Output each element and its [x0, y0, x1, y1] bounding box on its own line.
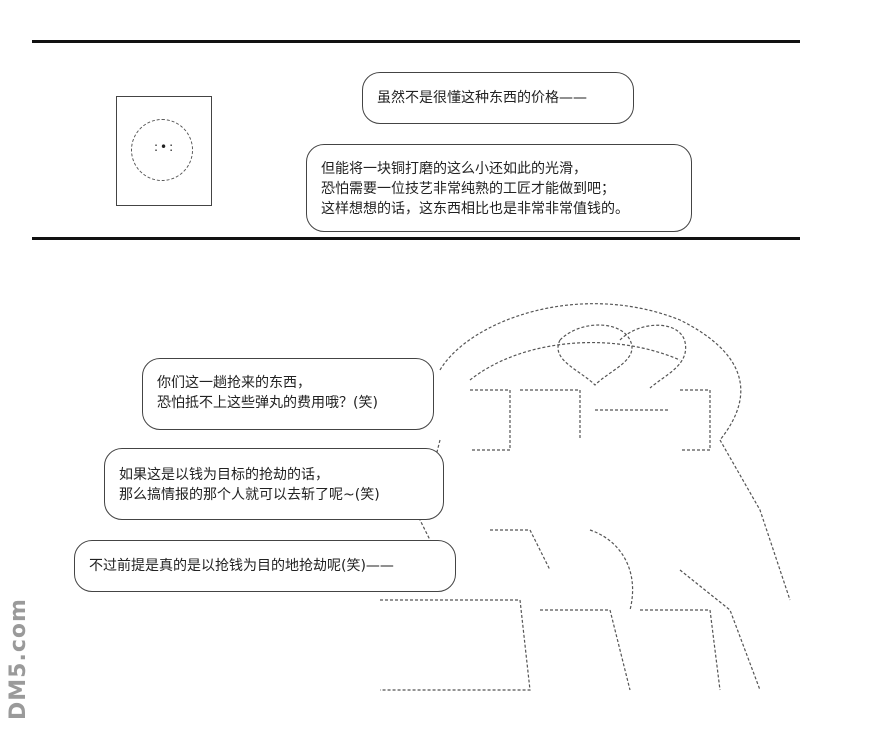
- speech-bubble-top: 但能将一块铜打磨的这么小还如此的光滑， 恐怕需要一位技艺非常纯熟的工匠才能做到吧…: [306, 144, 692, 232]
- thought-bubble-text: 虽然不是很懂这种东西的价格——: [377, 90, 587, 106]
- speech-bubble-1: 你们这一趟抢来的东西， 恐怕抵不上这些弹丸的费用哦？(笑): [142, 358, 434, 430]
- speech-line: 不过前提是真的是以抢钱为目的地抢劫呢(笑)——: [89, 558, 394, 574]
- speech-line: 如果这是以钱为目标的抢劫的话，: [119, 467, 329, 483]
- speech-line: 这样想想的话，这东西相比也是非常非常值钱的。: [321, 201, 629, 217]
- small-face-icon: :•:: [131, 119, 193, 181]
- speech-bubble-3: 不过前提是真的是以抢钱为目的地抢劫呢(笑)——: [74, 540, 456, 592]
- speech-line: 那么搞情报的那个人就可以去斩了呢~(笑): [119, 487, 380, 503]
- site-watermark: DM5.com: [6, 598, 31, 720]
- speech-line: 恐怕抵不上这些弹丸的费用哦？(笑): [157, 395, 378, 411]
- panel-bottom-rule: [32, 237, 800, 240]
- speech-line: 你们这一趟抢来的东西，: [157, 375, 311, 391]
- thought-bubble: 虽然不是很懂这种东西的价格——: [362, 72, 634, 124]
- speech-line: 但能将一块铜打磨的这么小还如此的光滑，: [321, 161, 587, 177]
- speech-line: 恐怕需要一位技艺非常纯熟的工匠才能做到吧；: [321, 181, 615, 197]
- portrait-frame: :•:: [116, 96, 212, 206]
- face-eyes-icon: :•:: [154, 140, 176, 154]
- panel-top-rule: [32, 40, 800, 43]
- speech-bubble-2: 如果这是以钱为目标的抢劫的话， 那么搞情报的那个人就可以去斩了呢~(笑): [104, 448, 444, 520]
- character-illustration: [380, 303, 791, 691]
